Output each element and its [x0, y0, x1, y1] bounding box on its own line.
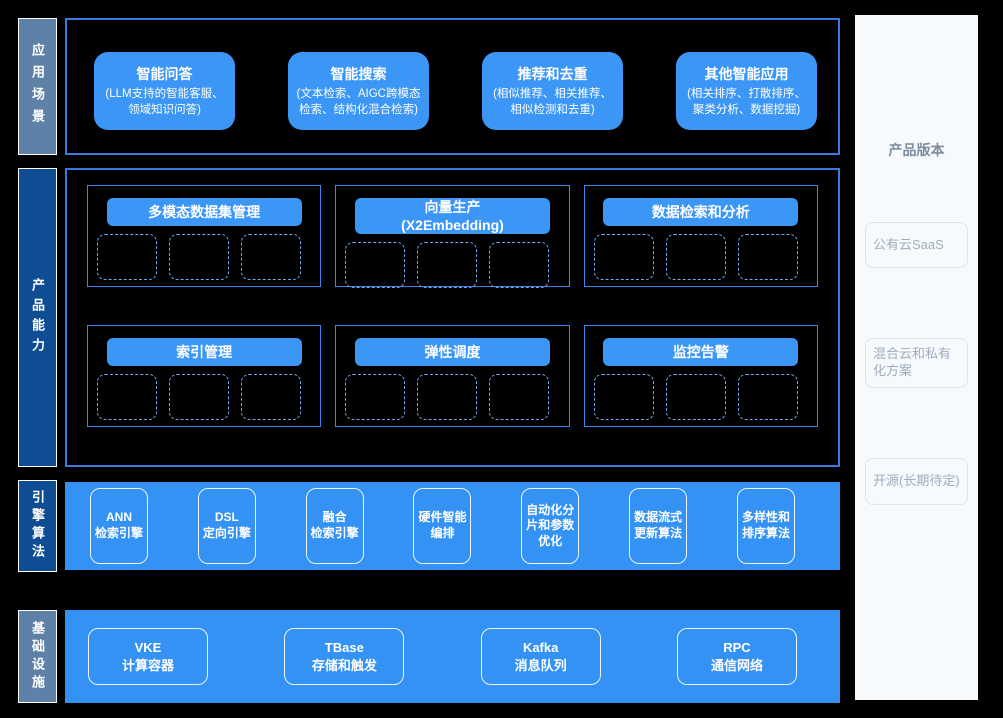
engine-algorithms-section: ANN 检索引擎 DSL 定向引擎 融合 检索引擎 硬件智能 编排 自动化分 片… [65, 482, 840, 570]
capability-group-elastic-scheduling: 弹性调度 [335, 325, 570, 427]
capability-group-index-management: 索引管理 [87, 325, 322, 427]
capability-slots [593, 234, 809, 280]
app-box-desc: (文本检索、AIGC跨模态 检索、结构化混合检索) [296, 88, 421, 116]
section-label-application-scenarios: 应用场景 [18, 18, 57, 155]
infra-box-vke: VKE 计算容器 [88, 628, 208, 685]
capability-title: 多模态数据集管理 [106, 198, 302, 226]
placeholder-slot [593, 234, 654, 280]
app-box-title: 推荐和去重 [517, 66, 588, 83]
placeholder-slot [241, 374, 301, 420]
product-versions-title: 产品版本 [888, 142, 945, 158]
capability-slots [97, 374, 312, 420]
placeholder-slot [169, 234, 229, 280]
engine-box-fusion: 融合 检索引擎 [305, 488, 364, 564]
capability-slots [345, 242, 560, 289]
engine-box-dsl: DSL 定向引擎 [197, 488, 256, 564]
capability-slots [97, 234, 312, 280]
capability-group-vector-production: 向量生产 (X2Embedding) [335, 185, 570, 289]
capability-title: 数据检索和分析 [603, 198, 799, 226]
version-box-open-source: 开源(长期待定) [865, 458, 968, 505]
version-box-hybrid-private: 混合云和私有化方案 [865, 338, 968, 388]
placeholder-slot [665, 234, 726, 280]
infra-box-kafka: Kafka 消息队列 [480, 628, 601, 685]
placeholder-slot [169, 374, 229, 420]
capability-title: 索引管理 [106, 338, 302, 366]
engine-box-hardware: 硬件智能 编排 [413, 488, 472, 564]
placeholder-slot [737, 374, 798, 420]
app-box-search: 智能搜索 (文本检索、AIGC跨模态 检索、结构化混合检索) [288, 52, 429, 130]
app-box-desc: (相似推荐、相关推荐、 相似检测和去重) [493, 88, 612, 116]
capability-group-dataset-management: 多模态数据集管理 [87, 185, 322, 287]
capability-title: 监控告警 [603, 338, 799, 366]
capability-row-2: 索引管理 弹性调度 监控告警 [87, 325, 818, 427]
placeholder-slot [417, 242, 478, 289]
placeholder-slot [241, 234, 301, 280]
placeholder-slot [737, 234, 798, 280]
app-box-recommend-dedup: 推荐和去重 (相似推荐、相关推荐、 相似检测和去重) [482, 52, 623, 130]
placeholder-slot [489, 374, 550, 420]
placeholder-slot [665, 374, 726, 420]
section-label-infrastructure: 基础设施 [18, 610, 57, 703]
app-box-desc: (相关排序、打散排序、 聚类分析、数据挖掘) [687, 88, 806, 116]
version-box-public-cloud-saas: 公有云SaaS [865, 222, 968, 268]
section-label-engine-algorithms: 引擎算法 [18, 480, 57, 572]
capability-group-retrieval-analysis: 数据检索和分析 [583, 185, 818, 287]
app-box-qa: 智能问答 (LLM支持的智能客服、 领域知识问答) [94, 52, 235, 130]
capability-title: 弹性调度 [354, 338, 551, 366]
product-capabilities-section: 多模态数据集管理 向量生产 (X2Embedding) 数据检索和分析 [65, 168, 840, 467]
capability-slots [345, 374, 560, 420]
infra-box-tbase: TBase 存储和触发 [284, 628, 405, 685]
infra-box-rpc: RPC 通信网络 [676, 628, 797, 685]
app-box-title: 智能搜索 [330, 66, 387, 83]
placeholder-slot [417, 374, 478, 420]
placeholder-slot [345, 374, 406, 420]
application-scenarios-section: 智能问答 (LLM支持的智能客服、 领域知识问答) 智能搜索 (文本检索、AIG… [65, 18, 840, 155]
capability-title: 向量生产 (X2Embedding) [354, 198, 551, 235]
engine-box-auto-sharding: 自动化分 片和参数 优化 [521, 488, 580, 564]
capability-row-1: 多模态数据集管理 向量生产 (X2Embedding) 数据检索和分析 [87, 185, 818, 289]
placeholder-slot [97, 374, 157, 420]
product-versions-panel: 产品版本 公有云SaaS 混合云和私有化方案 开源(长期待定) [855, 15, 978, 700]
capability-group-monitoring-alerts: 监控告警 [583, 325, 818, 427]
app-box-other-intelligent: 其他智能应用 (相关排序、打散排序、 聚类分析、数据挖掘) [676, 52, 817, 130]
placeholder-slot [593, 374, 654, 420]
app-box-desc: (LLM支持的智能客服、 领域知识问答) [105, 88, 224, 116]
engine-box-streaming: 数据流式 更新算法 [629, 488, 688, 564]
app-box-title: 智能问答 [136, 66, 193, 83]
placeholder-slot [489, 242, 550, 289]
app-box-title: 其他智能应用 [704, 66, 789, 83]
section-label-product-capabilities: 产品能力 [18, 168, 57, 467]
engine-box-diversity-rank: 多样性和 排序算法 [736, 488, 795, 564]
capability-slots [593, 374, 809, 420]
engine-box-ann: ANN 检索引擎 [90, 488, 148, 564]
infrastructure-section: VKE 计算容器 TBase 存储和触发 Kafka 消息队列 RPC 通信网络 [65, 610, 840, 703]
placeholder-slot [345, 242, 406, 289]
placeholder-slot [97, 234, 157, 280]
